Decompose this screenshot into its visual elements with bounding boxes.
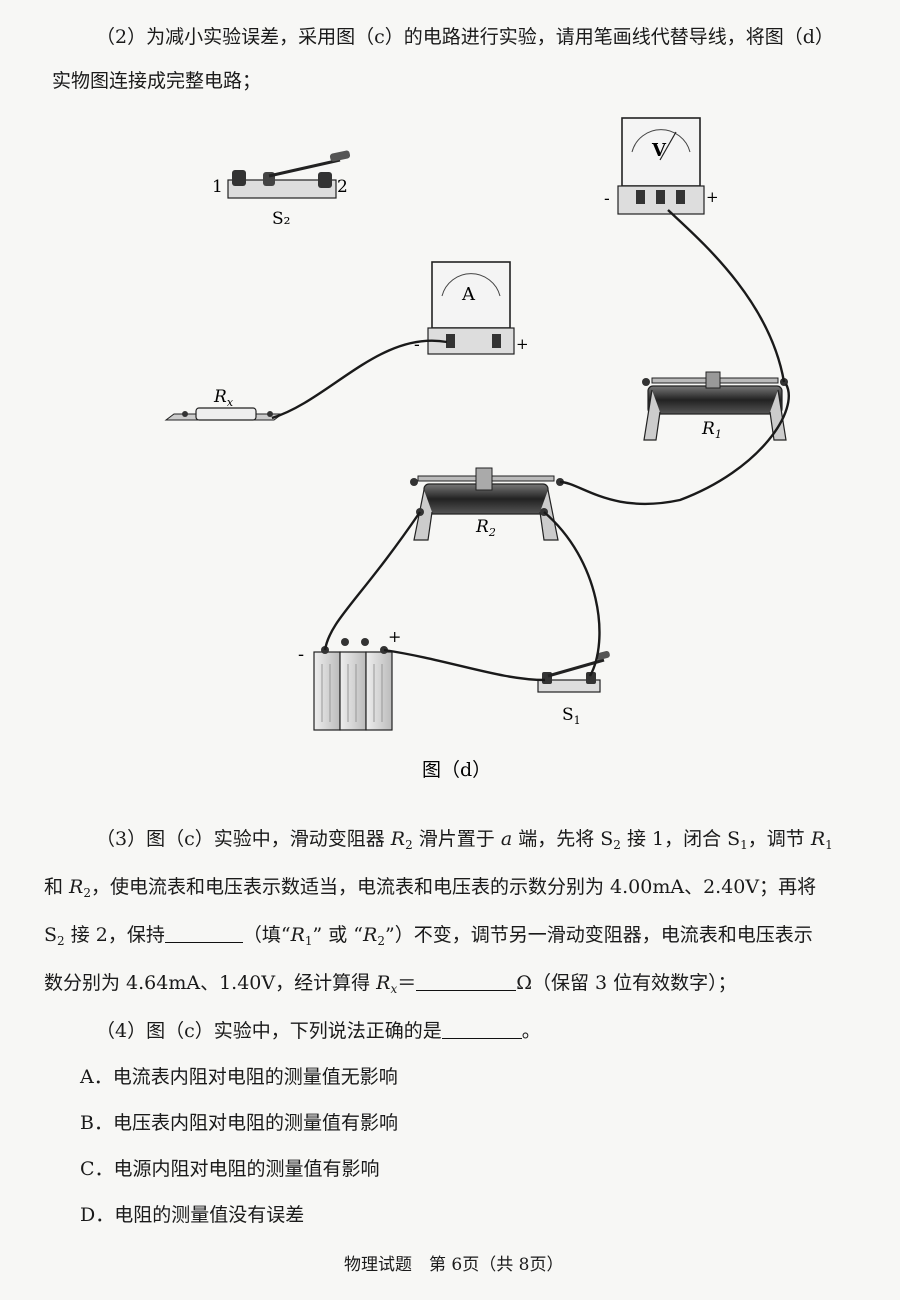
switch-s2[interactable]: 1 2 S₂ bbox=[212, 150, 351, 229]
figure-caption: 图（d） bbox=[422, 759, 491, 780]
wires bbox=[271, 209, 790, 682]
s2-terminal-1-label: 1 bbox=[212, 177, 223, 197]
s1-label: S1 bbox=[562, 705, 581, 727]
q4-option-b[interactable]: B．电压表内阻对电阻的测量值有影响 bbox=[80, 1112, 398, 1134]
wire-ammeter-to-rx bbox=[271, 339, 448, 420]
answer-blank-q4[interactable] bbox=[441, 1020, 522, 1039]
r1-label: R1 bbox=[701, 419, 722, 441]
rx-label: Rx bbox=[213, 387, 234, 409]
q3-line3: S2 接 2，保持（填“R1” 或 “R2”）不变，调节另一滑动变阻器，电流表和… bbox=[44, 924, 813, 948]
answer-blank-rheostat[interactable] bbox=[164, 924, 243, 943]
r2-label: R2 bbox=[475, 517, 496, 539]
wire-r2-to-s1 bbox=[543, 511, 601, 677]
battery[interactable]: - + bbox=[298, 627, 401, 731]
rheostat-r2[interactable]: R2 bbox=[410, 467, 564, 541]
wire-r1-to-r2 bbox=[559, 383, 790, 506]
answer-blank-rx[interactable] bbox=[416, 972, 517, 991]
q4-option-d[interactable]: D．电阻的测量值没有误差 bbox=[80, 1204, 305, 1226]
switch-s1[interactable]: S1 bbox=[537, 650, 611, 727]
q3-line1: （3）图（c）实验中，滑动变阻器 R2 滑片置于 a 端，先将 S2 接 1，闭… bbox=[96, 828, 833, 852]
q2-line2: 实物图连接成完整电路； bbox=[52, 70, 262, 92]
rheostat-r1[interactable]: R1 bbox=[642, 371, 788, 441]
q4-stem: （4）图（c）实验中，下列说法正确的是。 bbox=[96, 1020, 541, 1042]
voltmeter[interactable]: V - + bbox=[604, 117, 719, 215]
voltmeter-minus-label: - bbox=[604, 189, 610, 209]
battery-minus-label: - bbox=[298, 644, 304, 665]
s2-terminal-2-label: 2 bbox=[337, 177, 348, 197]
voltmeter-plus-label: + bbox=[706, 188, 719, 206]
wire-battery-to-s1 bbox=[383, 648, 546, 682]
q4-option-c[interactable]: C．电源内阻对电阻的测量值有影响 bbox=[80, 1158, 380, 1180]
ammeter-symbol: A bbox=[461, 284, 476, 305]
page-footer: 物理试题 第 6页（共 8页） bbox=[344, 1255, 564, 1275]
wire-r2-to-battery bbox=[323, 511, 421, 651]
battery-plus-label: + bbox=[388, 627, 401, 646]
circuit-figure-d: 1 2 S₂ V - + A - + Rx bbox=[164, 117, 790, 780]
ammeter-plus-label: + bbox=[516, 335, 529, 353]
resistor-rx[interactable]: Rx bbox=[164, 387, 284, 421]
s2-label: S₂ bbox=[272, 209, 290, 229]
voltmeter-symbol: V bbox=[651, 140, 667, 161]
q2-line1: （2）为减小实验误差，采用图（c）的电路进行实验，请用笔画线代替导线，将图（d） bbox=[96, 26, 834, 48]
q3-line4: 数分别为 4.64mA、1.40V，经计算得 Rx＝Ω（保留 3 位有效数字）； bbox=[44, 972, 737, 996]
q4-option-a[interactable]: A．电流表内阻对电阻的测量值无影响 bbox=[80, 1066, 398, 1088]
wire-voltmeter-to-r1 bbox=[667, 209, 786, 383]
q3-line2: 和 R2，使电流表和电压表示数适当，电流表和电压表的示数分别为 4.00mA、2… bbox=[44, 876, 817, 900]
ammeter-minus-label: - bbox=[414, 335, 420, 355]
